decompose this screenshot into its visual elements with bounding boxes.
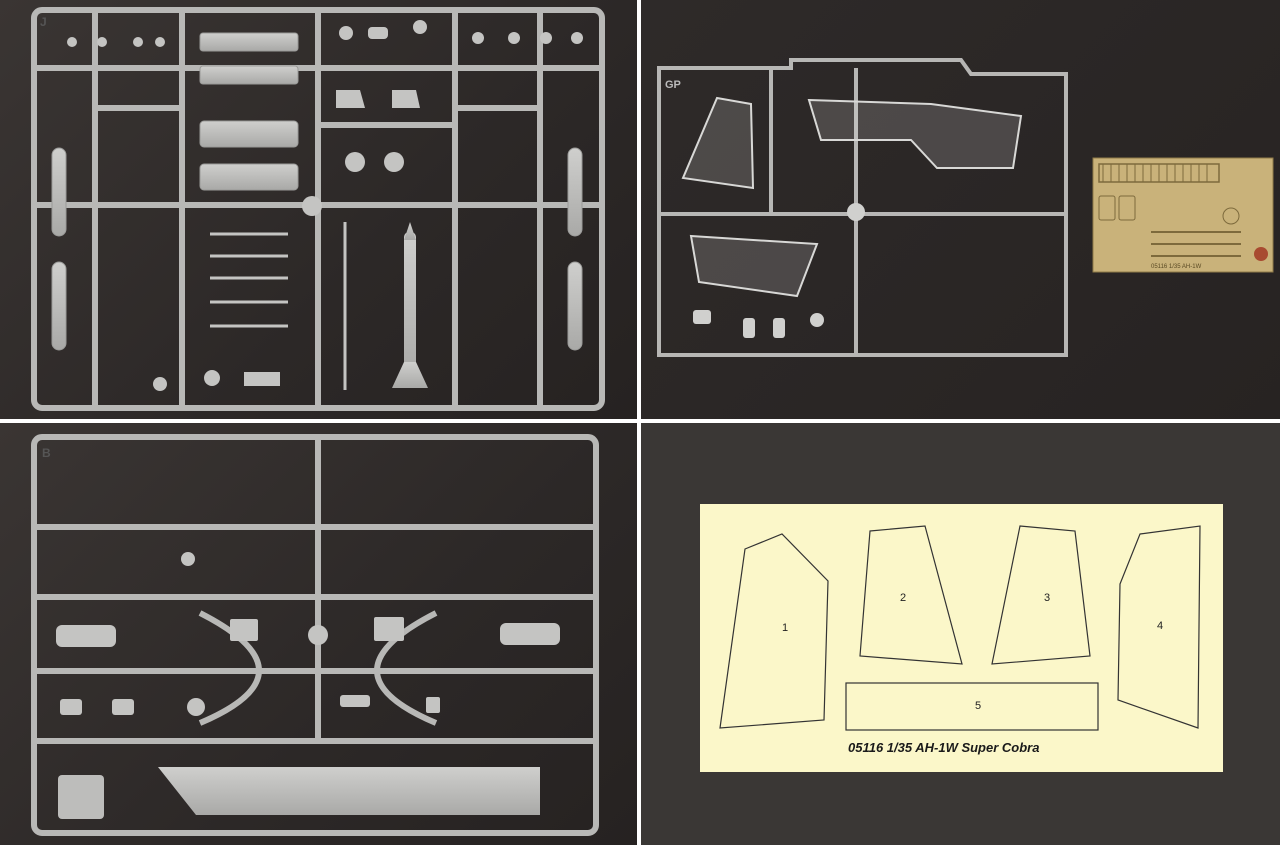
mask-outline-4: [1117, 525, 1201, 729]
mask-outline-5: [845, 682, 1099, 731]
missile-part: [392, 222, 428, 388]
mask-label-2: 2: [900, 592, 907, 604]
tail-boom-half: [158, 767, 540, 815]
sprue-j-photo: J: [0, 0, 637, 419]
sprue-b-photo: B: [0, 423, 637, 845]
mask-sheet-photo: 1 2 3 4 5 05116 1/35 AH-1W Super Cobra: [641, 423, 1280, 845]
mask-label-4: 4: [1157, 620, 1164, 632]
mask-outline-2: [859, 525, 963, 665]
sprue-gp-drawing: GP 05116 1/35 AH-1W: [657, 58, 1274, 357]
photo-etch-fret: 05116 1/35 AH-1W: [1092, 157, 1274, 273]
mask-outline-3: [991, 525, 1091, 665]
sprue-j-drawing: J: [31, 7, 605, 411]
photo-etch-code: 05116 1/35 AH-1W: [1151, 264, 1202, 270]
canopy-parts: [681, 96, 1023, 298]
mask-label-5: 5: [975, 700, 982, 712]
fuel-tank-halves: [199, 32, 299, 191]
small-parts-b: [56, 552, 560, 716]
mask-outline-1: [719, 533, 829, 729]
canopy-mask-sheet: 1 2 3 4 5 05116 1/35 AH-1W Super Cobra: [700, 504, 1223, 772]
small-parts-top: [67, 20, 583, 391]
sprue-letter-gp: GP: [665, 79, 681, 91]
mask-label-1: 1: [782, 622, 789, 634]
sprue-letter-j: J: [40, 15, 47, 29]
sprue-b-drawing: B: [31, 434, 599, 836]
engine-part: [58, 775, 104, 819]
rack-rods: [210, 222, 347, 390]
rocket-pods-left: [51, 147, 583, 351]
sprue-frame: [31, 7, 605, 411]
clear-small-parts: [693, 203, 865, 338]
sprue-gp-photo: GP 05116 1/35 AH-1W: [641, 0, 1280, 419]
mask-label-3: 3: [1044, 592, 1051, 604]
sprue-frame: [31, 434, 599, 836]
sprue-letter-b: B: [42, 446, 51, 460]
mask-outlines: [719, 525, 1201, 731]
mask-sheet-title: 05116 1/35 AH-1W Super Cobra: [848, 740, 1040, 755]
